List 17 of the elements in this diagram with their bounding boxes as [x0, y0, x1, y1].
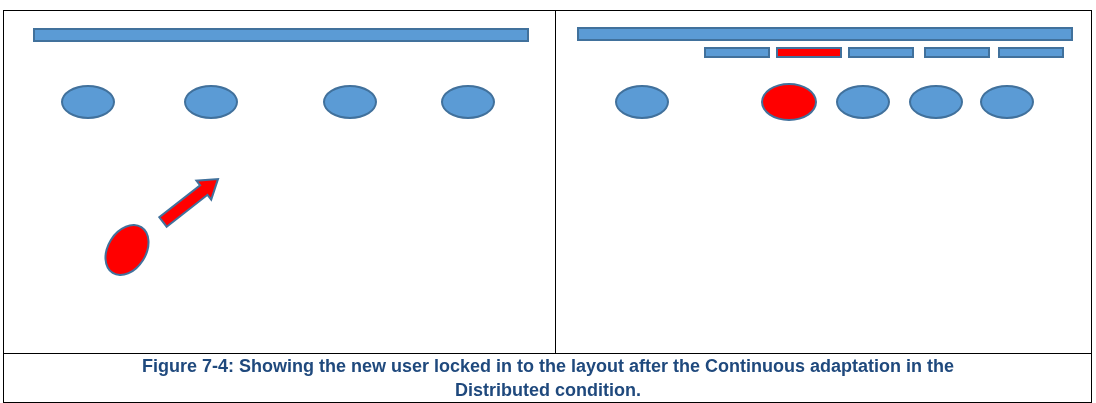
ellipse: [980, 85, 1034, 119]
ellipse: [441, 85, 495, 119]
ellipse: [184, 85, 238, 119]
bar: [704, 47, 770, 58]
ellipse: [61, 85, 115, 119]
highlighted-bar: [776, 47, 842, 58]
bar: [924, 47, 990, 58]
bar: [998, 47, 1064, 58]
bar: [848, 47, 914, 58]
highlighted-ellipse: [761, 83, 817, 121]
bar: [33, 28, 529, 42]
ellipse: [836, 85, 890, 119]
ellipse: [323, 85, 377, 119]
bar: [577, 27, 1073, 41]
figure-caption: Figure 7-4: Showing the new user locked in to the layout after the Continuous adaptation in the Distributed condition.: [140, 355, 956, 402]
ellipse: [615, 85, 669, 119]
ellipse: [909, 85, 963, 119]
